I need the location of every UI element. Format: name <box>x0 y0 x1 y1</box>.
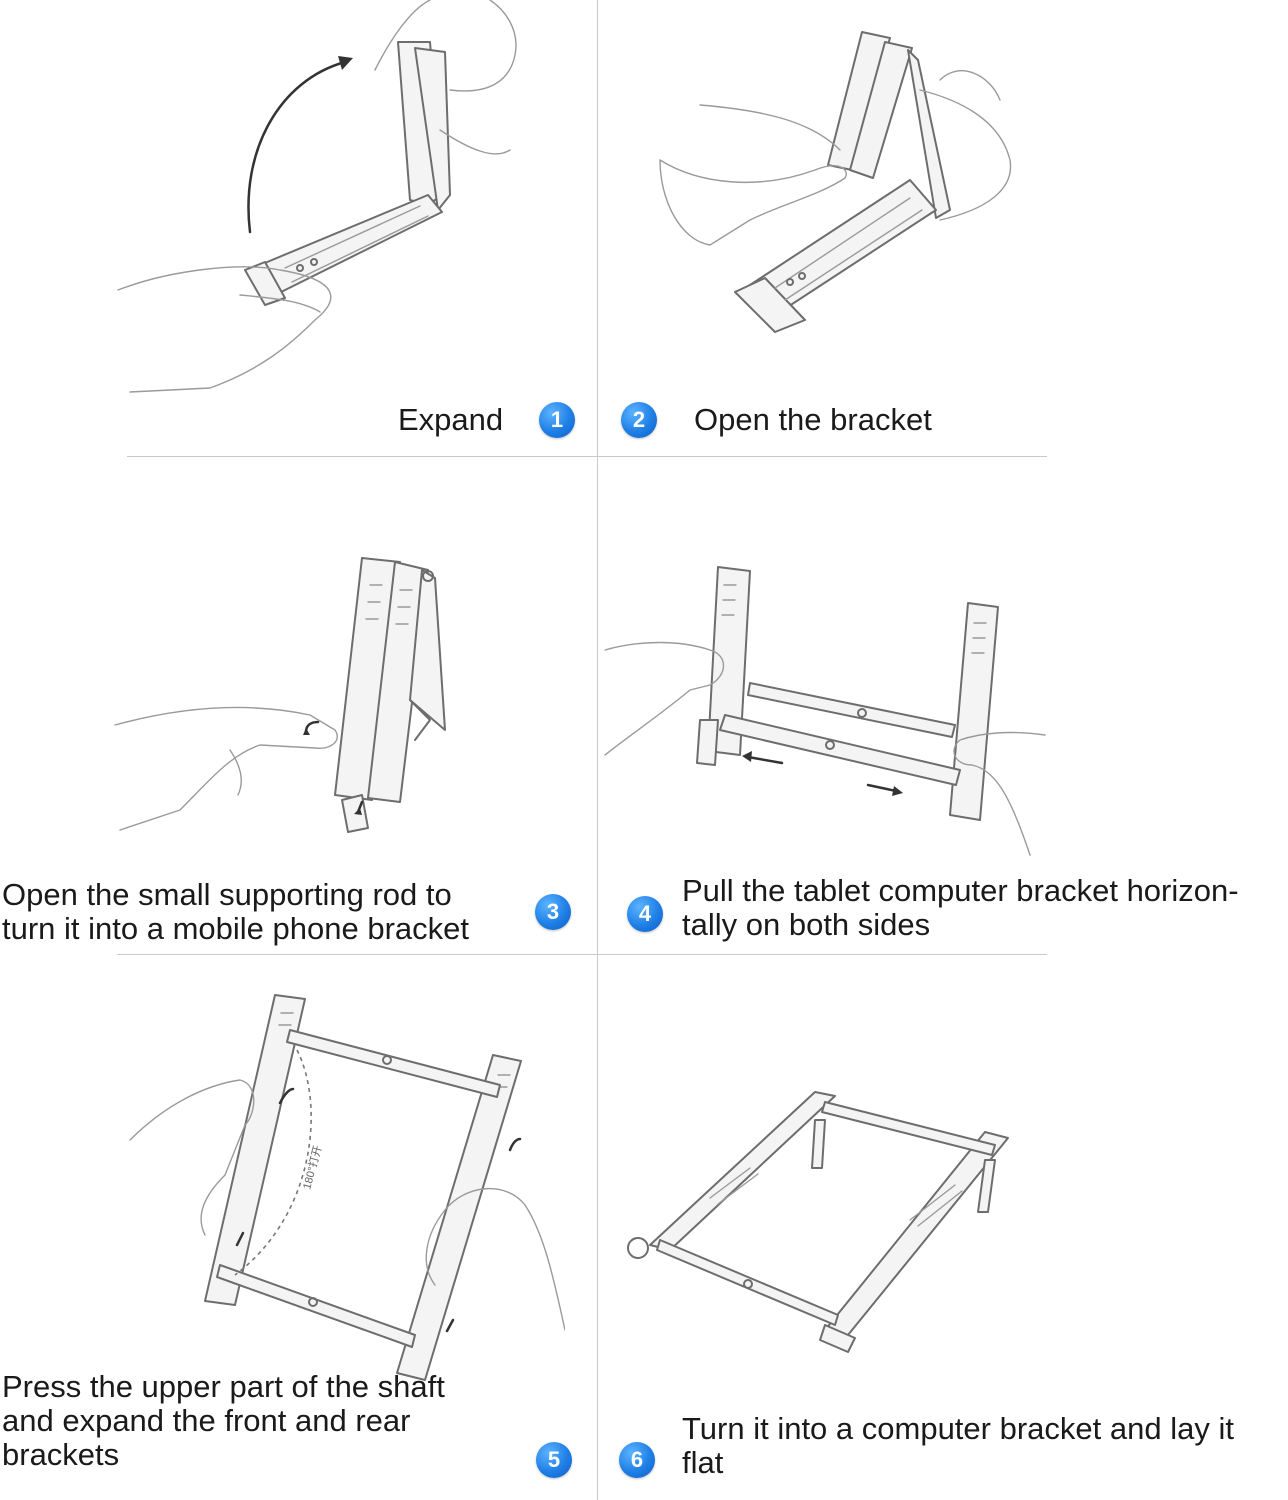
step-5-caption: Press the upper part of the shaft and ex… <box>2 1369 445 1472</box>
tablet-bracket-illustration <box>600 555 1050 875</box>
step-2-badge: 2 <box>621 402 657 438</box>
step-4-badge: 4 <box>627 896 663 932</box>
angle-label: 180°打开 <box>299 1144 324 1191</box>
step-5-badge: 5 <box>536 1442 572 1478</box>
step-2-caption: Open the bracket <box>694 402 932 437</box>
vertical-divider <box>597 0 598 1500</box>
laptop-bracket-illustration <box>610 1080 1030 1360</box>
step-1-badge: 1 <box>539 402 575 438</box>
expand-brackets-illustration: 180°打开 <box>125 985 565 1385</box>
step-3-badge: 3 <box>535 894 571 930</box>
step-6-caption: Turn it into a computer bracket and lay … <box>682 1411 1234 1480</box>
horizontal-divider-top <box>127 456 1047 457</box>
hand-unfolding-stand-illustration <box>110 0 550 400</box>
step-3-caption: Open the small supporting rod to turn it… <box>2 877 469 946</box>
hand-opening-bracket-illustration <box>640 20 1040 350</box>
step-1-caption: Expand <box>398 402 504 437</box>
horizontal-divider-middle <box>117 954 1047 955</box>
step-4-caption: Pull the tablet computer bracket horizon… <box>682 873 1239 942</box>
step-6-badge: 6 <box>619 1442 655 1478</box>
phone-bracket-illustration <box>110 540 470 840</box>
